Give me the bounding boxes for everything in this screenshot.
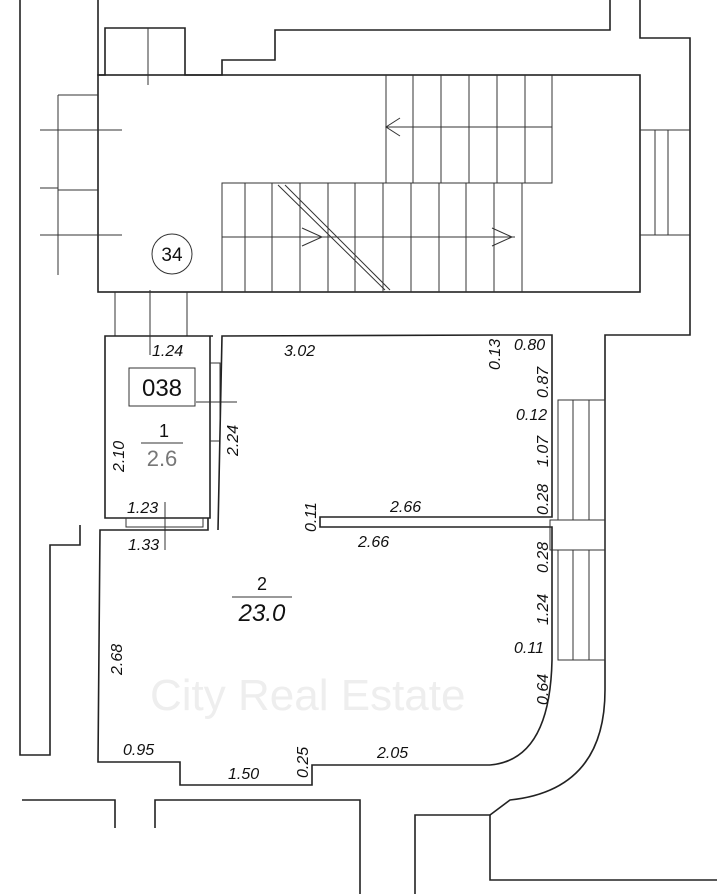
room-2: 2 23.0	[97, 334, 606, 786]
dim-label: 0.28	[535, 542, 552, 573]
room-1-area: 2.6	[147, 446, 178, 471]
dim-label: 0.11	[303, 502, 320, 532]
dim-label: 1.50	[228, 766, 259, 783]
dim-label: 0.80	[514, 337, 545, 354]
room-1: 038 1 2.6	[104, 290, 237, 550]
dim-label: 0.87	[535, 366, 552, 398]
dim-label: 0.12	[516, 407, 547, 424]
dimension-labels: 1.24 2.10 2.24 1.23 1.33 3.02 0.13 0.80 …	[109, 337, 552, 783]
dim-label: 2.05	[376, 745, 408, 762]
dim-label: 2.24	[225, 425, 242, 457]
unit-number: 038	[142, 375, 182, 402]
watermark: City Real Estate	[150, 671, 465, 720]
dim-label: 2.10	[111, 441, 128, 473]
room-1-number: 1	[159, 421, 169, 441]
room-2-area: 23.0	[238, 600, 286, 627]
dim-label: 1.23	[127, 500, 158, 517]
dim-label: 0.25	[295, 747, 312, 778]
dim-label: 3.02	[284, 343, 315, 360]
unit-label-box	[128, 367, 196, 407]
dim-label: 1.24	[535, 594, 552, 625]
room-2-number: 2	[257, 574, 267, 594]
dim-label: 2.66	[357, 534, 389, 551]
dim-label: 1.33	[128, 537, 159, 554]
dim-label: 0.95	[123, 742, 154, 759]
dim-label: 1.24	[152, 343, 183, 360]
stair-number-badge	[151, 233, 193, 275]
dim-label: 0.11	[514, 640, 544, 657]
stairwell: 34	[40, 28, 690, 336]
dim-label: 0.28	[535, 484, 552, 515]
dim-label: 2.68	[109, 644, 126, 676]
dim-label: 1.07	[535, 435, 552, 467]
dim-label: 0.13	[487, 339, 504, 370]
dim-label: 0.64	[535, 674, 552, 705]
stair-number: 34	[161, 245, 183, 266]
dim-label: 2.66	[389, 499, 421, 516]
